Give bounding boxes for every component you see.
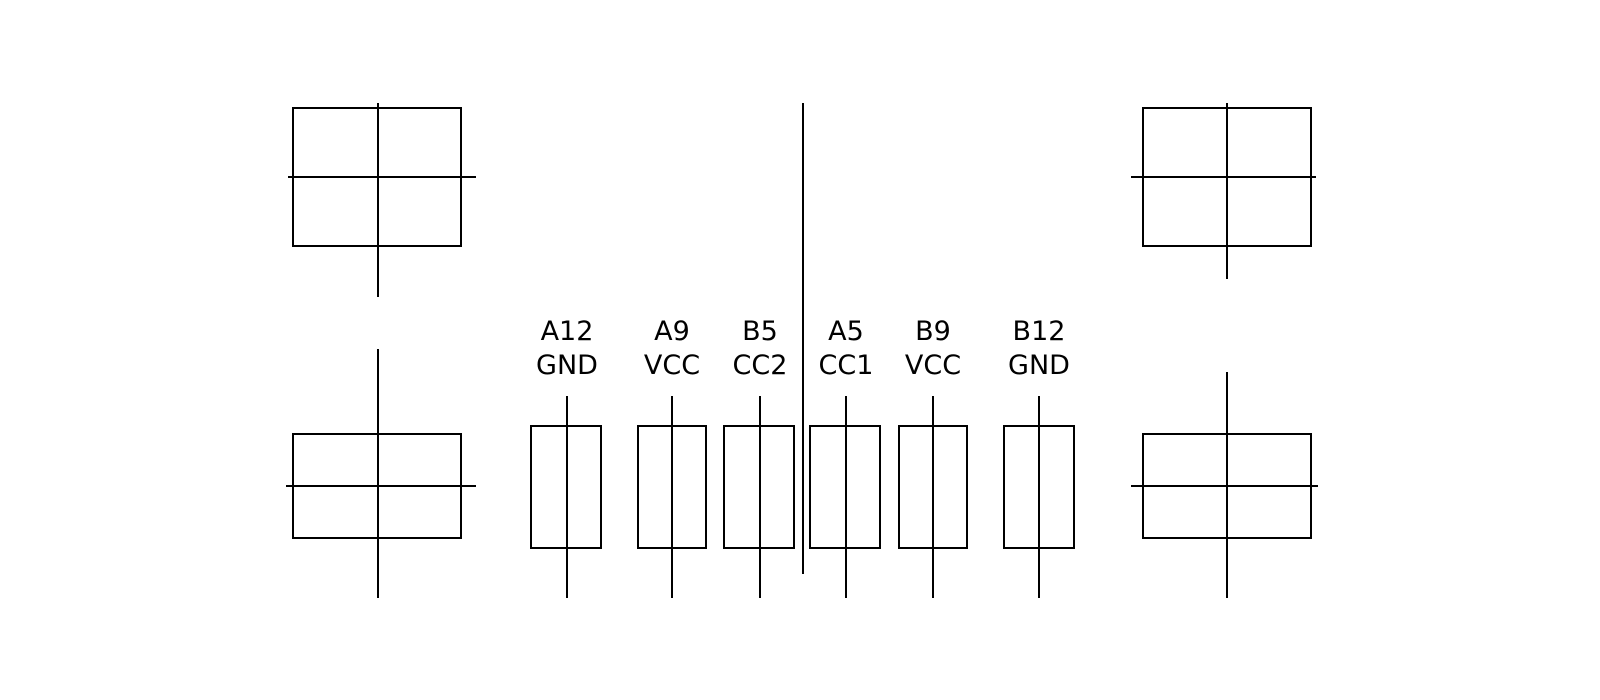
pin-number-label: A12: [541, 316, 594, 347]
pin-signal-label: VCC: [644, 350, 700, 381]
pin-signal-label: CC2: [733, 350, 788, 381]
mounting-pad-bottom-left: [286, 349, 476, 598]
pin-number-label: B12: [1013, 316, 1066, 347]
pin-signal-label: CC1: [819, 350, 874, 381]
pin-signal-label: GND: [1008, 350, 1070, 381]
mounting-pad-top-left: [288, 103, 476, 297]
pin-signal-label: GND: [536, 350, 598, 381]
pin-number-label: A9: [654, 316, 690, 347]
mounting-pad-top-right: [1131, 103, 1316, 279]
pin-number-label: B9: [915, 316, 951, 347]
pin-number-label: A5: [828, 316, 864, 347]
pin-number-label: B5: [742, 316, 778, 347]
pin-signal-label: VCC: [905, 350, 961, 381]
mounting-pad-bottom-right: [1131, 372, 1318, 598]
